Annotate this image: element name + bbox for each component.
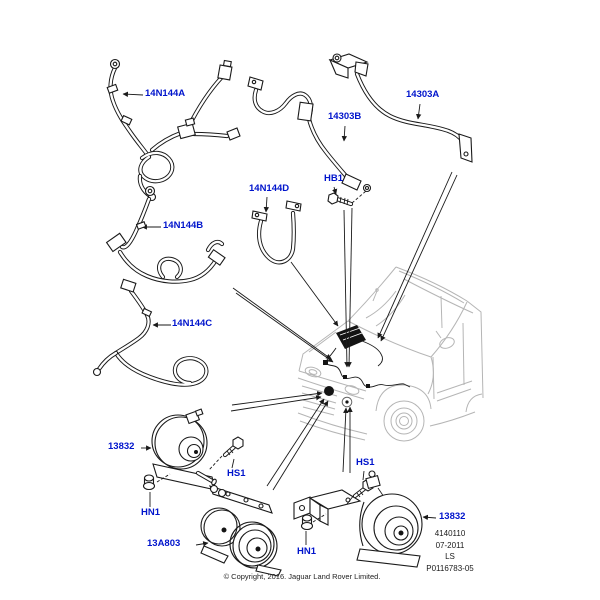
- part-label-14303b[interactable]: 14303B: [328, 111, 362, 122]
- drawing-reference-block: 4140110 07-2011 LS P0116783-05: [402, 528, 498, 574]
- part-label-14n144d[interactable]: 14N144D: [249, 183, 290, 194]
- part-label-14n144b[interactable]: 14N144B: [163, 220, 204, 231]
- part-label-hs1-right[interactable]: HS1: [356, 457, 375, 468]
- reference-date: 07-2011: [435, 540, 465, 550]
- horn-location-marker: [324, 386, 353, 408]
- part-label-14n144a[interactable]: 14N144A: [145, 88, 186, 99]
- part-label-hs1-left[interactable]: HS1: [227, 468, 246, 479]
- cable-14n144d-drawing: [251, 200, 302, 265]
- copyright-notice: © Copyright, 2016. Jaguar Land Rover Lim…: [223, 572, 381, 581]
- leader-lines-to-vehicle: [230, 171, 458, 491]
- part-label-14303a[interactable]: 14303A: [406, 89, 440, 100]
- nut-hn1-left-drawing: [142, 474, 156, 491]
- vehicle-outline-drawing: [297, 266, 484, 442]
- nut-hn1-right-drawing: [300, 513, 327, 531]
- bolt-hb1-drawing: [327, 190, 367, 207]
- horn-13832-right-drawing: [356, 470, 423, 568]
- reference-code: LS: [445, 552, 455, 561]
- harness-14n144a-drawing: [106, 58, 241, 202]
- part-label-13832-left[interactable]: 13832: [108, 441, 135, 452]
- harness-14n144b-drawing: [105, 185, 226, 284]
- reference-number: 4140110: [434, 529, 466, 538]
- part-label-14n144c[interactable]: 14N144C: [172, 318, 213, 329]
- battery-cable-14303b-drawing: [247, 76, 372, 193]
- reference-plate-number: P0116783-05: [426, 563, 474, 573]
- horn-13832-left-drawing: [151, 408, 223, 491]
- harness-14n144c-drawing: [92, 278, 209, 387]
- part-label-13832-right[interactable]: 13832: [439, 511, 466, 522]
- engine-harness-on-vehicle-drawing: [323, 340, 411, 388]
- horn-bracket-right-drawing: [293, 489, 362, 526]
- part-label-hn1-right[interactable]: HN1: [297, 546, 317, 557]
- part-label-hn1-left[interactable]: HN1: [141, 507, 161, 518]
- part-label-13a803[interactable]: 13A803: [147, 538, 181, 549]
- bolt-hs1-left-drawing: [222, 436, 244, 458]
- battery-cable-14303a-drawing: [328, 53, 473, 163]
- part-label-hb1[interactable]: HB1: [324, 173, 344, 184]
- battery-on-vehicle-drawing: [336, 325, 366, 349]
- horn-assembly-13a803-drawing: [200, 484, 282, 577]
